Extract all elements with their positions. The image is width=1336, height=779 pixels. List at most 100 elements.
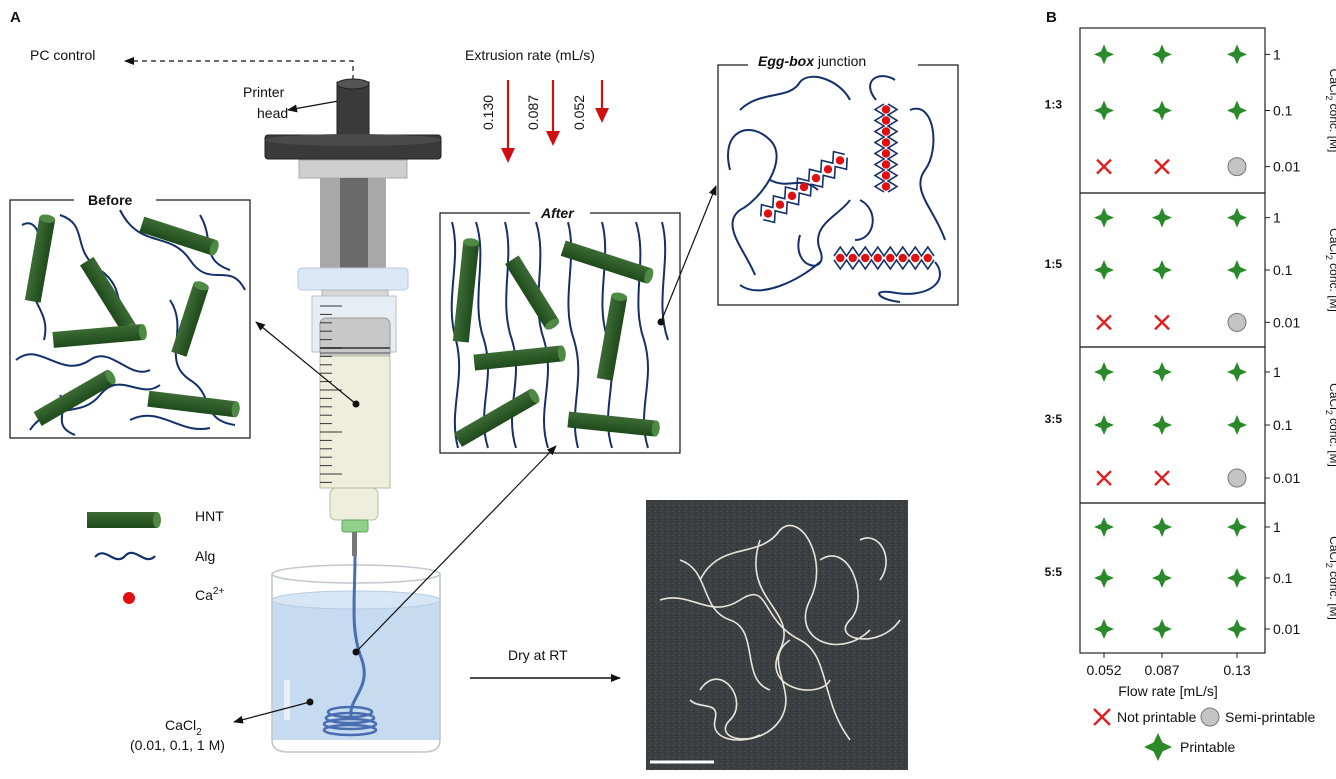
ca-ion-dot (881, 182, 891, 191)
y-tick-label: 0.01 (1273, 470, 1300, 486)
cacl2-label: CaCl2 (165, 717, 202, 738)
after-hnt-rods (452, 238, 660, 447)
y-tick-label: 0.1 (1273, 417, 1293, 433)
ca-ion-dot (881, 127, 891, 136)
rate-label-0087: 0.087 (525, 95, 541, 130)
legend-printable-label: Printable (1180, 739, 1235, 755)
y-axis-label-post: conc. [M] (1327, 415, 1336, 467)
eggbox-junctions (760, 103, 935, 271)
x-tick-label: 0.087 (1144, 662, 1179, 678)
y-tick-label: 0.1 (1273, 570, 1293, 586)
printable-marker (1094, 361, 1114, 382)
before-label: Before (88, 192, 133, 208)
y-axis-label-pre: CaCl (1327, 69, 1336, 96)
y-tick-label: 1 (1273, 46, 1281, 62)
ca-ion-dot (881, 116, 891, 125)
printable-marker (1152, 619, 1172, 639)
panel-b-letter: B (1046, 9, 1057, 26)
ca-ion-dot (923, 253, 932, 263)
printable-marker (1227, 44, 1247, 65)
ca-ion-dot (911, 253, 920, 263)
ca-ion-dot (836, 253, 845, 263)
printable-marker (1227, 207, 1247, 228)
not-printable-marker (1154, 470, 1170, 486)
x-tick-label: 0.052 (1086, 662, 1121, 678)
extruded-filament (349, 555, 366, 721)
legend-hnt-rod (87, 512, 157, 528)
cacl2-conc-label: (0.01, 0.1, 1 M) (130, 737, 225, 753)
syringe-assembly (264, 78, 442, 556)
ca-ion-dot (775, 200, 785, 209)
rate-arrows (501, 80, 609, 163)
semi-printable-marker (1227, 468, 1247, 488)
ca-ion-dot (873, 253, 882, 263)
before-hnt-rods (24, 214, 240, 426)
eggbox-label-bg (748, 53, 918, 73)
y-axis-label-sub: 2 (1324, 255, 1334, 260)
legend-alg-wave (94, 551, 156, 561)
eggbox-chains (727, 75, 946, 303)
y-tick-label: 1 (1273, 210, 1281, 226)
legend-alg-label: Alg (195, 548, 215, 564)
y-tick-label: 1 (1273, 519, 1281, 535)
y-tick-label: 0.01 (1273, 159, 1300, 175)
printable-marker (1227, 260, 1247, 280)
syringe-scale-ticks (320, 305, 342, 483)
eggbox-label-rest: junction (814, 53, 866, 69)
printable-marker (1152, 517, 1172, 537)
legend-semi-printable-icon (1200, 707, 1220, 727)
printable-marker (1094, 207, 1114, 228)
printable-marker (1094, 260, 1114, 280)
printable-marker (1094, 44, 1114, 65)
not-printable-marker (1096, 158, 1112, 175)
legend-ca-text: Ca (195, 587, 213, 603)
legend-not-printable-label: Not printable (1117, 709, 1197, 725)
y-axis-label-post: conc. [M] (1327, 100, 1336, 152)
y-tick-label: 1 (1273, 364, 1281, 380)
semi-printable-marker (1227, 312, 1247, 332)
ca-ion-dot (881, 160, 891, 169)
y-axis-label-sub: 2 (1324, 95, 1334, 100)
y-tick-label: 0.1 (1273, 103, 1293, 119)
ca-ion-dot (861, 253, 870, 263)
legend-not-printable-icon (1093, 708, 1111, 726)
legend-hnt-label: HNT (195, 508, 224, 524)
not-printable-marker (1154, 314, 1170, 331)
cacl2-pointer-dot (306, 698, 314, 706)
pc-control-dashed-arrow (124, 57, 354, 80)
eggbox-label: Egg-box junction (758, 53, 866, 69)
legend-semi-printable-label: Semi-printable (1225, 709, 1315, 725)
ratio-label: 5:5 (1045, 565, 1063, 579)
printable-marker (1094, 568, 1114, 588)
ca-ion-dot (848, 253, 857, 263)
pc-control-label: PC control (30, 47, 95, 63)
after-label: After (540, 205, 575, 221)
eggbox-zigzag (763, 157, 848, 224)
printer-head-arrow (287, 99, 345, 113)
filament-pointer-dot (352, 648, 360, 656)
legend-ca-sup: 2+ (213, 586, 225, 597)
y-tick-label: 0.1 (1273, 262, 1293, 278)
y-axis-label: CaCl2 conc. [M] (1324, 228, 1336, 312)
printable-marker (1227, 361, 1247, 382)
y-axis-label: CaCl2 conc. [M] (1324, 383, 1336, 467)
printable-marker (1152, 207, 1172, 228)
panel-a-letter: A (10, 9, 21, 26)
extrusion-rate-title: Extrusion rate (mL/s) (465, 47, 595, 63)
before-pointer-arrow (255, 321, 357, 405)
ca-ion-dot (881, 171, 891, 180)
not-printable-marker (1096, 314, 1112, 331)
y-tick-label: 0.01 (1273, 621, 1300, 637)
y-axis-label: CaCl2 conc. [M] (1324, 536, 1336, 620)
not-printable-marker (1154, 158, 1170, 175)
ca-ion-dot (799, 182, 809, 192)
printable-marker (1152, 361, 1172, 382)
legend-b: Not printable Semi-printable Printable (1093, 707, 1315, 761)
y-tick-label: 0.01 (1273, 314, 1300, 330)
eggbox-zigzag (833, 258, 935, 271)
y-axis-label-post: conc. [M] (1327, 260, 1336, 312)
ca-ion-dot (881, 105, 891, 114)
printable-marker (1152, 44, 1172, 65)
